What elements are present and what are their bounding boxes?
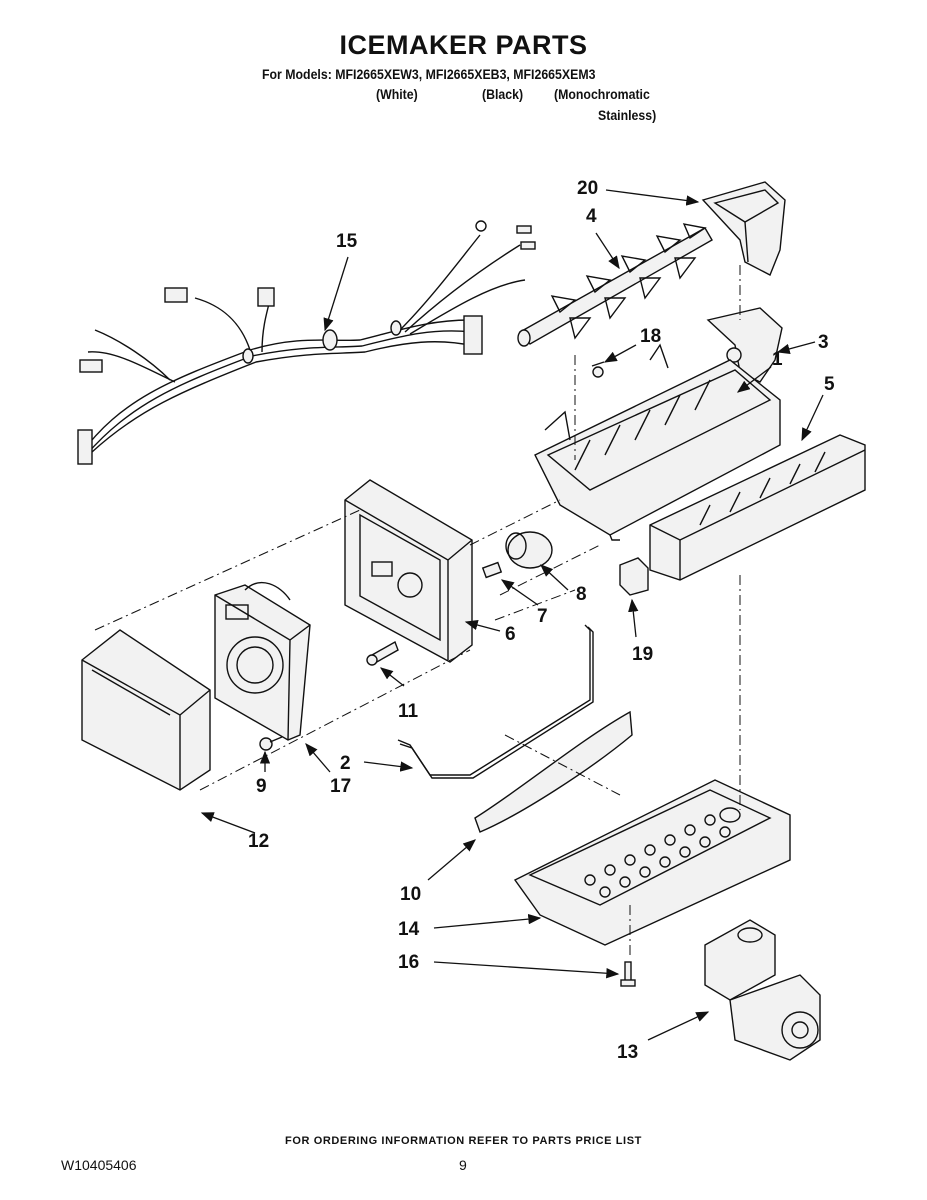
callout-15-16: 16 <box>398 952 419 973</box>
screw-16-drawing <box>620 961 636 987</box>
screw-9-drawing <box>259 736 283 751</box>
cover-drawing <box>81 629 211 791</box>
variant-white: (White) <box>376 86 418 102</box>
callout-13: 13 <box>617 1042 638 1063</box>
stripper-drawing <box>649 434 866 581</box>
callout-5: 5 <box>824 374 835 395</box>
module-drawing <box>214 581 311 741</box>
callout-7: 7 <box>537 606 548 627</box>
callout-12: 12 <box>248 831 269 852</box>
mold-drawing <box>534 343 781 541</box>
callout-9: 9 <box>256 776 267 797</box>
variant-black: (Black) <box>482 86 524 102</box>
motor-drawing <box>505 531 553 569</box>
callout-10: 10 <box>400 884 421 905</box>
page-number: 9 <box>459 1157 467 1173</box>
callout-1: 1 <box>772 349 783 370</box>
bin-cover-drawing <box>474 710 633 833</box>
models-line: For Models: MFI2665XEW3, MFI2665XEB3, MF… <box>262 66 596 82</box>
callout-20: 20 <box>577 178 598 199</box>
callout-4: 4 <box>586 206 597 227</box>
coupler-drawing <box>481 561 503 579</box>
housing-drawing <box>344 479 473 663</box>
callout-labels: 1 2 3 4 5 6 7 8 9 10 11 12 13 14 16 15 1… <box>248 178 835 1063</box>
bearing-drawing <box>706 307 783 383</box>
leader-arrows <box>200 189 824 1041</box>
callout-19: 19 <box>632 644 653 665</box>
clip-drawing <box>619 557 649 596</box>
callout-15: 15 <box>336 231 358 252</box>
screw-18-drawing <box>591 361 605 378</box>
callout-6: 6 <box>505 624 516 645</box>
wire-harness-drawing <box>77 220 536 465</box>
page-title: ICEMAKER PARTS <box>339 30 588 60</box>
water-valve-drawing <box>704 919 821 1061</box>
ordering-note: FOR ORDERING INFORMATION REFER TO PARTS … <box>285 1135 642 1147</box>
screw-11-drawing <box>366 640 399 666</box>
fill-cup-drawing <box>701 181 786 276</box>
document-number: W10405406 <box>61 1157 137 1173</box>
callout-3: 3 <box>818 332 829 353</box>
callout-17: 17 <box>330 776 351 797</box>
callout-11: 11 <box>398 701 419 722</box>
variant-mono-line2: Stainless) <box>598 107 657 123</box>
callout-18: 18 <box>640 326 661 347</box>
callout-2: 2 <box>340 753 351 774</box>
shutoff-arm-drawing <box>397 624 594 779</box>
ejector-drawing <box>517 223 713 347</box>
variant-mono-line1: (Monochromatic <box>554 86 650 102</box>
callout-8: 8 <box>576 584 587 605</box>
callout-14: 14 <box>398 919 420 940</box>
ice-tray-drawing <box>513 779 791 946</box>
